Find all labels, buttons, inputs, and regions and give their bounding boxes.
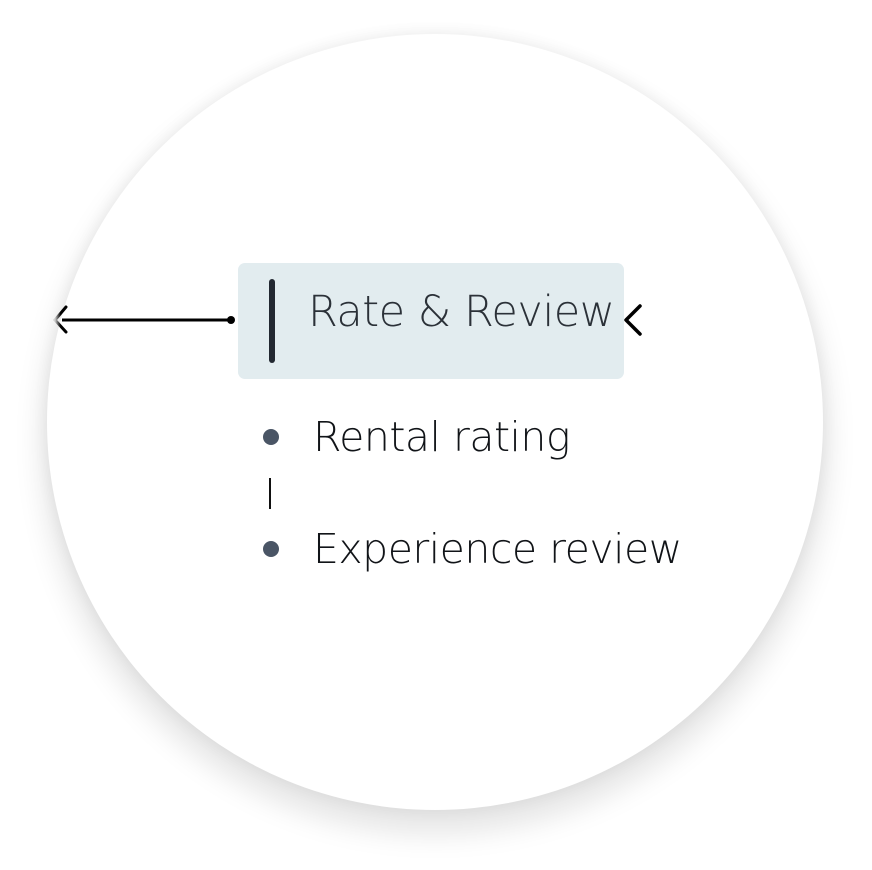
rate-review-node[interactable]: Rate & Review [238, 263, 624, 379]
item-label: Rental rating [313, 413, 571, 461]
node-accent-bar [269, 279, 275, 363]
item-separator [269, 478, 271, 509]
bullet-icon [263, 429, 279, 445]
node-title: Rate & Review [308, 287, 615, 337]
list-item[interactable]: Rental rating [263, 412, 571, 462]
bullet-icon [263, 541, 279, 557]
focus-circle [47, 34, 823, 810]
item-label: Experience review [313, 525, 682, 573]
list-item[interactable]: Experience review [263, 524, 682, 574]
